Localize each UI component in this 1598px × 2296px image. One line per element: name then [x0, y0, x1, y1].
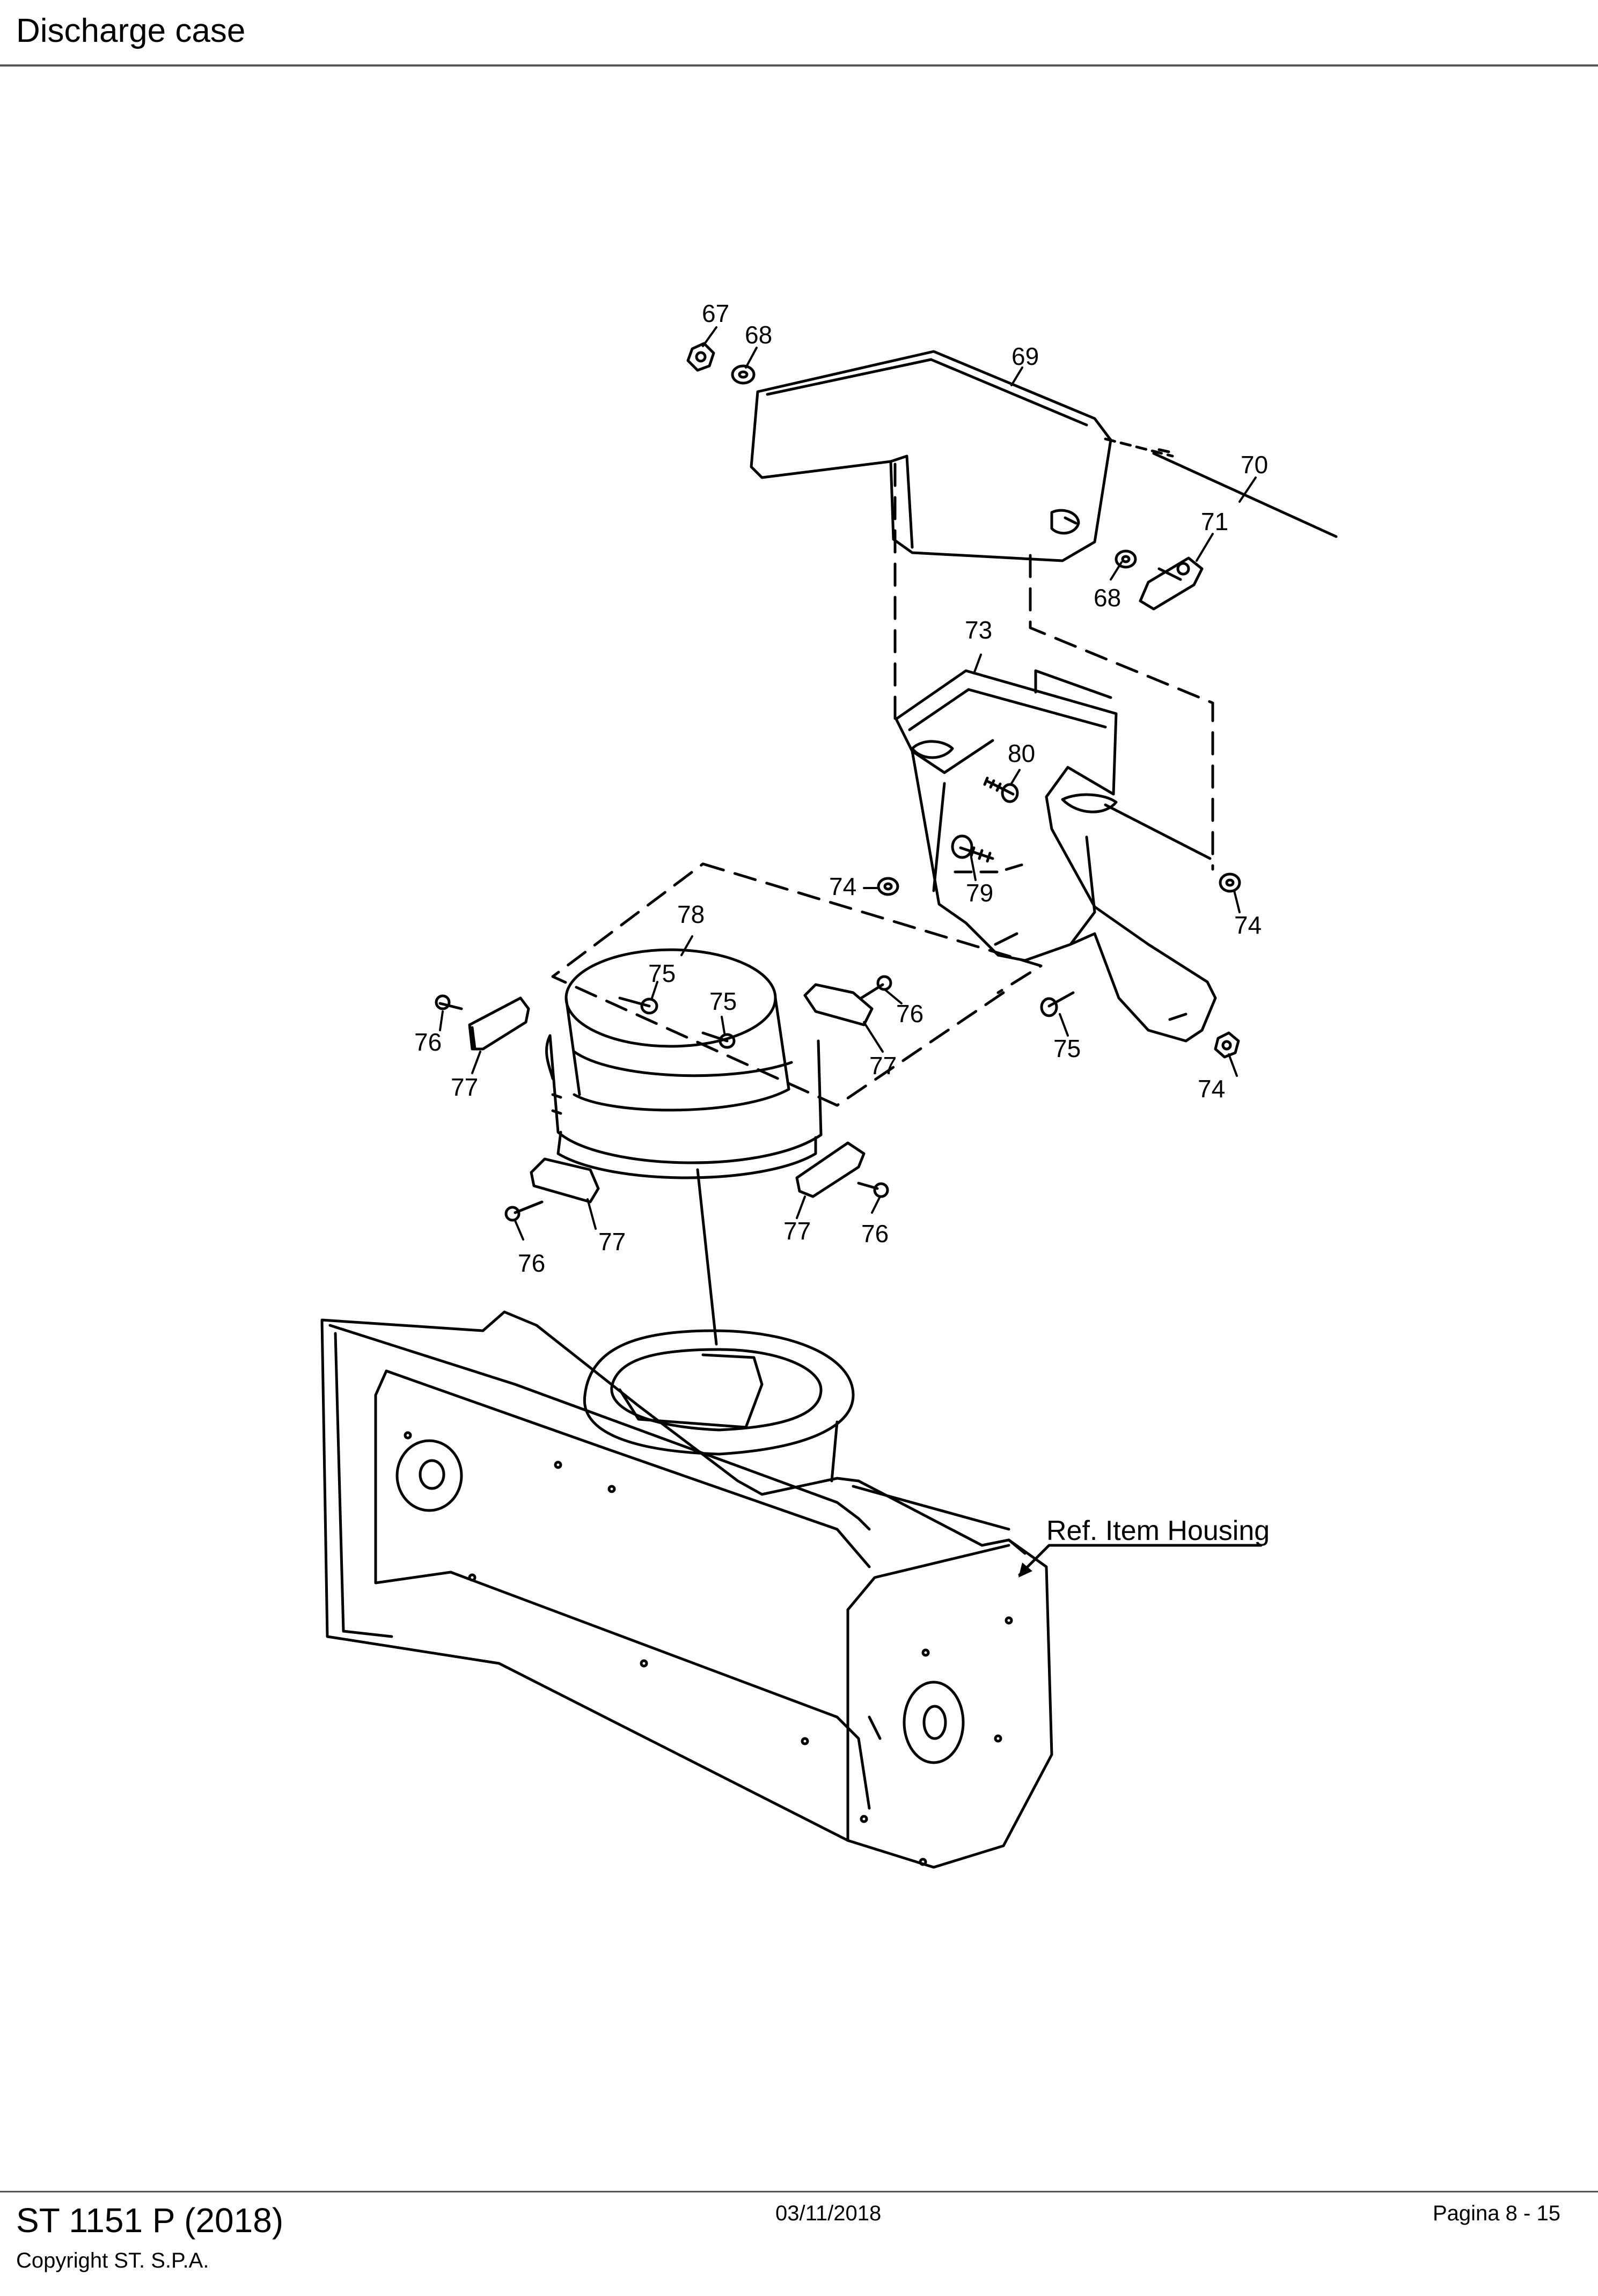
segment-77-d	[795, 1141, 866, 1198]
ring-dashed-outline	[551, 862, 1043, 1107]
segment-77-a	[468, 996, 530, 1051]
callout-70: 70	[1241, 451, 1268, 479]
chute-ring	[545, 948, 823, 1179]
footer-copyright: Copyright ST. S.P.A.	[16, 2249, 209, 2272]
callout-77-a: 77	[451, 1073, 478, 1101]
washer-68-top	[731, 364, 756, 385]
screw-76-a	[435, 994, 463, 1010]
footer-date: 03/11/2018	[775, 2202, 882, 2225]
callout-78: 78	[677, 900, 705, 928]
callout-75-a: 75	[648, 959, 676, 987]
callout-71: 71	[1201, 508, 1228, 536]
bolt-75-right	[1040, 991, 1075, 1017]
callout-73: 73	[965, 616, 992, 644]
footer-model: ST 1151 P (2018)	[16, 2201, 284, 2240]
bolt-75-a	[618, 996, 658, 1015]
nut-67	[686, 342, 715, 372]
deflector-plate	[750, 350, 1112, 562]
callout-77-c: 77	[598, 1228, 626, 1256]
nut-74-right	[1219, 872, 1241, 893]
callout-74-left: 74	[829, 872, 856, 900]
callout-76-d: 76	[861, 1220, 889, 1248]
callout-77-d: 77	[783, 1217, 811, 1245]
callout-76-b: 76	[896, 1000, 923, 1028]
callout-76-a: 76	[414, 1028, 442, 1056]
callout-68-bottom: 68	[1094, 584, 1121, 612]
screw-76-c	[504, 1200, 544, 1222]
auger-housing	[320, 1310, 1053, 1869]
callout-74-right: 74	[1234, 911, 1262, 939]
washer-68-bottom	[1115, 549, 1137, 569]
discharge-chute	[895, 669, 1217, 1043]
header-divider	[0, 64, 1598, 67]
callout-76-c: 76	[518, 1249, 545, 1277]
callout-67: 67	[702, 299, 729, 327]
screw-76-d	[857, 1182, 889, 1198]
reference-leader	[1018, 1544, 1263, 1576]
reference-label: Ref. Item Housing	[1046, 1515, 1270, 1546]
callout-75-c: 75	[1053, 1035, 1081, 1062]
callout-68-top: 68	[745, 321, 772, 349]
bolt-75-b	[701, 1031, 736, 1049]
nut-74-bottom	[1214, 1031, 1240, 1059]
callout-74-bottom: 74	[1198, 1075, 1225, 1103]
bolt-80	[983, 776, 1019, 803]
segment-77-c	[530, 1157, 600, 1204]
callout-75-b: 75	[709, 987, 737, 1015]
bolt-79	[951, 834, 994, 863]
knob-71	[1139, 556, 1204, 611]
callout-80: 80	[1008, 739, 1035, 767]
footer-divider	[0, 2191, 1598, 2192]
nut-74-left	[877, 877, 899, 896]
segment-77-b	[803, 983, 874, 1026]
callout-69: 69	[1011, 342, 1039, 370]
callout-77-b: 77	[869, 1052, 897, 1080]
footer-page-number: Pagina 8 - 15	[1433, 2202, 1560, 2225]
page-title: Discharge case	[16, 12, 246, 49]
screw-76-b	[860, 975, 892, 1000]
callout-79: 79	[966, 879, 993, 907]
